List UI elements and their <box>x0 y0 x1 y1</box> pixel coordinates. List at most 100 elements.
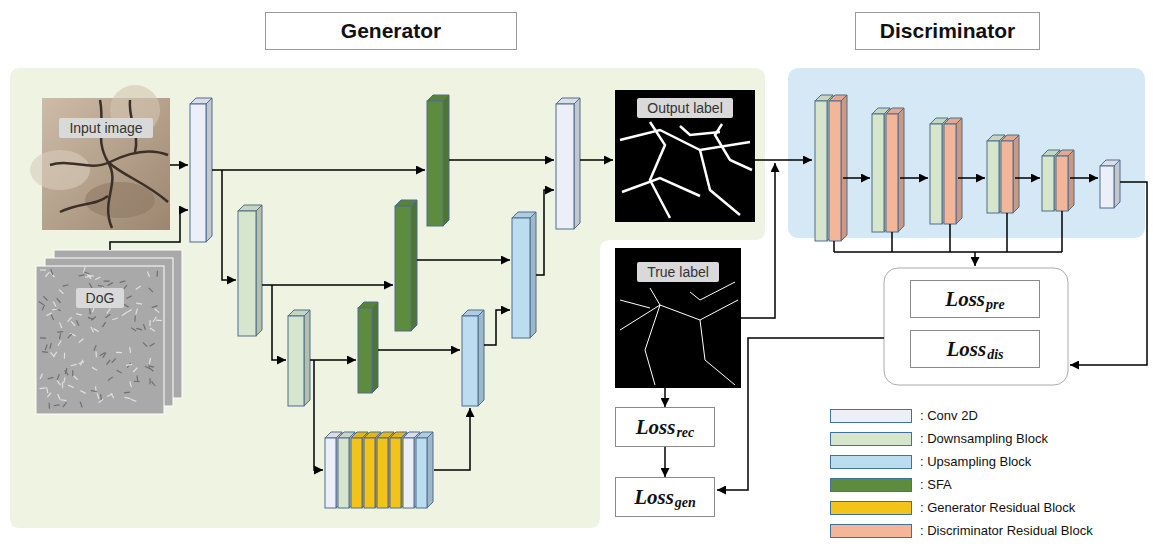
dog-stroke <box>51 315 53 320</box>
dog-stroke <box>116 370 121 373</box>
block-front <box>886 114 898 232</box>
block-front <box>944 124 956 224</box>
dog-stroke <box>57 331 63 333</box>
dog-stroke <box>97 393 99 399</box>
legend-row: : Generator Residual Block <box>830 496 1093 519</box>
dog-stroke <box>92 367 97 370</box>
layer-block <box>462 310 484 406</box>
legend-row: : Downsampling Block <box>830 427 1093 450</box>
block-front <box>1100 166 1114 208</box>
rock-patch <box>30 150 90 190</box>
block-side <box>841 95 847 241</box>
dog-stroke <box>123 304 128 307</box>
dog-stroke <box>94 345 96 351</box>
dog-stroke <box>57 298 61 303</box>
legend-text: : Conv 2D <box>920 408 978 423</box>
layer-block <box>1100 160 1120 208</box>
dog-sheet <box>36 266 164 414</box>
dog-stroke <box>42 351 48 353</box>
block-front <box>872 114 884 232</box>
wire-line <box>900 177 928 179</box>
dog-stroke <box>122 312 127 315</box>
layer-block <box>395 200 417 331</box>
block-side <box>443 95 449 226</box>
dog-stroke <box>126 296 131 299</box>
dog-stroke <box>112 358 116 362</box>
dog-stroke <box>57 374 59 380</box>
dog-stroke <box>76 320 78 326</box>
connector-arrow <box>664 447 666 477</box>
section-title: Discriminator <box>880 19 1015 43</box>
dog-stroke <box>156 320 162 322</box>
dog-stroke <box>62 382 63 388</box>
layer-block <box>288 310 310 406</box>
loss-name: Loss <box>634 485 674 510</box>
dog-stroke <box>94 329 99 332</box>
block-side <box>372 302 378 393</box>
dog-stroke <box>81 360 83 366</box>
wire-line <box>1061 211 1063 252</box>
block-front <box>190 104 206 242</box>
dog-stroke <box>95 277 100 280</box>
wire-line <box>434 408 470 470</box>
dog-stroke <box>104 280 110 281</box>
block-front <box>238 211 256 336</box>
wire-line <box>110 210 188 250</box>
legend: : Conv 2D : Downsampling Block : Upsamplin… <box>830 404 1093 542</box>
dog-stroke <box>60 333 61 339</box>
dog-stroke <box>126 364 132 365</box>
dog-stroke <box>152 306 158 308</box>
dog-stroke <box>131 328 136 331</box>
dog-stroke <box>143 342 147 346</box>
wire-line <box>580 159 613 161</box>
dog-stroke <box>108 377 113 381</box>
legend-swatch <box>830 478 912 492</box>
crack-line <box>645 288 660 385</box>
dog-stroke <box>43 296 47 300</box>
dog-stroke <box>47 313 52 316</box>
wire-line <box>833 241 835 252</box>
wire-line <box>834 251 1062 253</box>
wire-line <box>378 349 460 351</box>
block-side <box>574 98 580 229</box>
dog-stroke <box>107 308 111 313</box>
legend-swatch <box>830 501 912 515</box>
layer-block <box>1056 150 1074 211</box>
block-front <box>512 218 530 338</box>
crack-line <box>700 320 735 385</box>
crack-line <box>620 130 750 150</box>
block-front <box>351 438 362 508</box>
dog-stroke <box>152 381 156 386</box>
wire-line <box>449 159 554 161</box>
dog-stroke <box>68 385 74 387</box>
wire-line <box>755 159 812 161</box>
dog-stroke <box>105 314 110 317</box>
legend-text: : SFA <box>920 477 952 492</box>
dog-stroke <box>47 393 51 398</box>
dog-stroke <box>112 318 118 320</box>
wire-line <box>417 259 510 261</box>
loss-name: Loss <box>946 337 986 362</box>
block-front <box>556 104 574 229</box>
dog-stroke <box>130 381 132 387</box>
dog-stroke <box>91 390 97 392</box>
output-label-image <box>615 90 755 222</box>
legend-swatch <box>830 432 912 446</box>
block-side <box>1068 150 1074 211</box>
dog-stroke <box>49 403 51 409</box>
loss-subscript: rec <box>676 425 694 441</box>
wire-line <box>262 284 393 286</box>
legend-text: : Upsampling Block <box>920 454 1031 469</box>
input-image-photo <box>42 98 170 230</box>
crack-line <box>620 300 650 308</box>
dog-texture <box>39 267 162 409</box>
dog-stroke <box>136 303 142 304</box>
dog-stroke <box>136 375 138 381</box>
dog-stroke <box>54 404 60 406</box>
layer-block <box>416 432 433 508</box>
block-side <box>427 432 433 508</box>
block-front <box>829 101 841 241</box>
dog-stroke <box>45 272 49 277</box>
loss-box: Lossrec <box>615 407 715 447</box>
wire-line <box>1006 213 1008 252</box>
